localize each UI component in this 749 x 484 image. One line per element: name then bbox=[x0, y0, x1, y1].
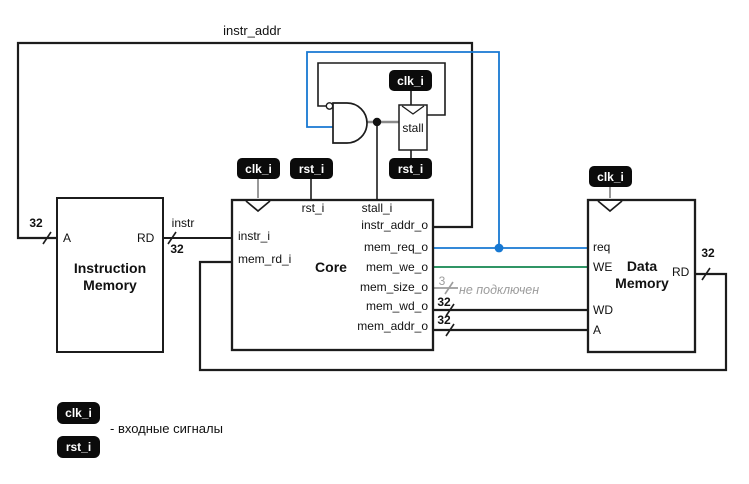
legend-rst-badge: rst_i bbox=[57, 436, 100, 458]
dm-port-wd-label: WD bbox=[593, 303, 613, 317]
stall-register-block bbox=[398, 104, 428, 151]
data-memory-block bbox=[586, 198, 697, 354]
instr-bus-width: 32 bbox=[170, 242, 184, 256]
dm-rd-bus-slash bbox=[701, 267, 711, 281]
instruction-memory-title-line2: Memory bbox=[83, 277, 137, 293]
legend-clk-badge: clk_i bbox=[57, 402, 100, 424]
instr-addr-label: instr_addr bbox=[223, 23, 281, 38]
mem-wd-bus-slash bbox=[445, 303, 455, 317]
stall-feedback-wire bbox=[317, 62, 446, 116]
instr-addr-wire bbox=[16, 41, 474, 240]
core-port-mem-we-o-label: mem_we_o bbox=[365, 260, 428, 274]
stall-clk-badge: clk_i bbox=[389, 70, 432, 91]
instr-bus-slash bbox=[167, 231, 177, 245]
core-port-mem-rd-i-label: mem_rd_i bbox=[238, 252, 292, 266]
dm-port-we-label: WE bbox=[593, 260, 613, 274]
im-addr-bus-slash bbox=[42, 231, 52, 245]
and-gate-icon bbox=[332, 102, 368, 144]
core-port-instr-i-label: instr_i bbox=[238, 229, 271, 243]
not-connected-note: не подключен bbox=[459, 283, 540, 297]
mem-req-branch-wire bbox=[306, 51, 500, 248]
core-title: Core bbox=[315, 259, 347, 275]
legend-description: - входные сигналы bbox=[110, 421, 223, 436]
instr-wire-label: instr bbox=[171, 216, 195, 230]
instruction-memory-title-line1: Instruction bbox=[73, 260, 147, 276]
data-memory-title-line1: Data bbox=[626, 258, 658, 274]
dm-port-req-label: req bbox=[593, 240, 611, 254]
gate-input-inverter-bubble-icon bbox=[325, 102, 334, 110]
core-port-mem-wd-o-label: mem_wd_o bbox=[365, 299, 428, 313]
mem-size-bus-slash bbox=[444, 281, 454, 295]
mem-wd-bus-width: 32 bbox=[437, 295, 451, 309]
data-memory-clock-triangle-icon bbox=[597, 200, 623, 213]
blue-junction-dot bbox=[494, 243, 504, 253]
im-port-rd-label: RD bbox=[137, 231, 155, 245]
core-port-instr-addr-o-label: instr_addr_o bbox=[361, 218, 428, 232]
stall-register-label: stall bbox=[402, 121, 424, 135]
instruction-memory-block bbox=[56, 197, 164, 353]
core-port-mem-req-o-label: mem_req_o bbox=[363, 240, 428, 254]
im-port-a-label: A bbox=[63, 231, 72, 245]
stall-clock-triangle-icon bbox=[401, 105, 425, 115]
gate-junction-dot bbox=[372, 117, 382, 127]
mem-addr-bus-width: 32 bbox=[437, 313, 451, 327]
dm-port-rd-label: RD bbox=[672, 265, 690, 279]
dm-rd-bus-width: 32 bbox=[701, 246, 715, 260]
mem-addr-bus-slash bbox=[445, 323, 455, 337]
data-memory-clk-badge: clk_i bbox=[589, 166, 632, 187]
core-port-mem-size-o-label: mem_size_o bbox=[359, 280, 428, 294]
im-addr-bus-width: 32 bbox=[29, 216, 43, 230]
core-port-mem-addr-o-label: mem_addr_o bbox=[357, 319, 428, 333]
mem-size-bus-width: 3 bbox=[438, 274, 446, 288]
core-block bbox=[230, 198, 435, 352]
mem-rd-wire bbox=[198, 260, 728, 372]
core-clk-badge: clk_i bbox=[237, 158, 280, 179]
dm-port-a-label: A bbox=[593, 323, 602, 337]
data-memory-title-line2: Memory bbox=[615, 275, 669, 291]
core-rst-badge: rst_i bbox=[290, 158, 333, 179]
core-port-rst-label: rst_i bbox=[301, 201, 325, 215]
core-clock-triangle-icon bbox=[245, 200, 271, 213]
stall-rst-badge: rst_i bbox=[389, 158, 432, 179]
core-port-stall-label: stall_i bbox=[361, 201, 393, 215]
